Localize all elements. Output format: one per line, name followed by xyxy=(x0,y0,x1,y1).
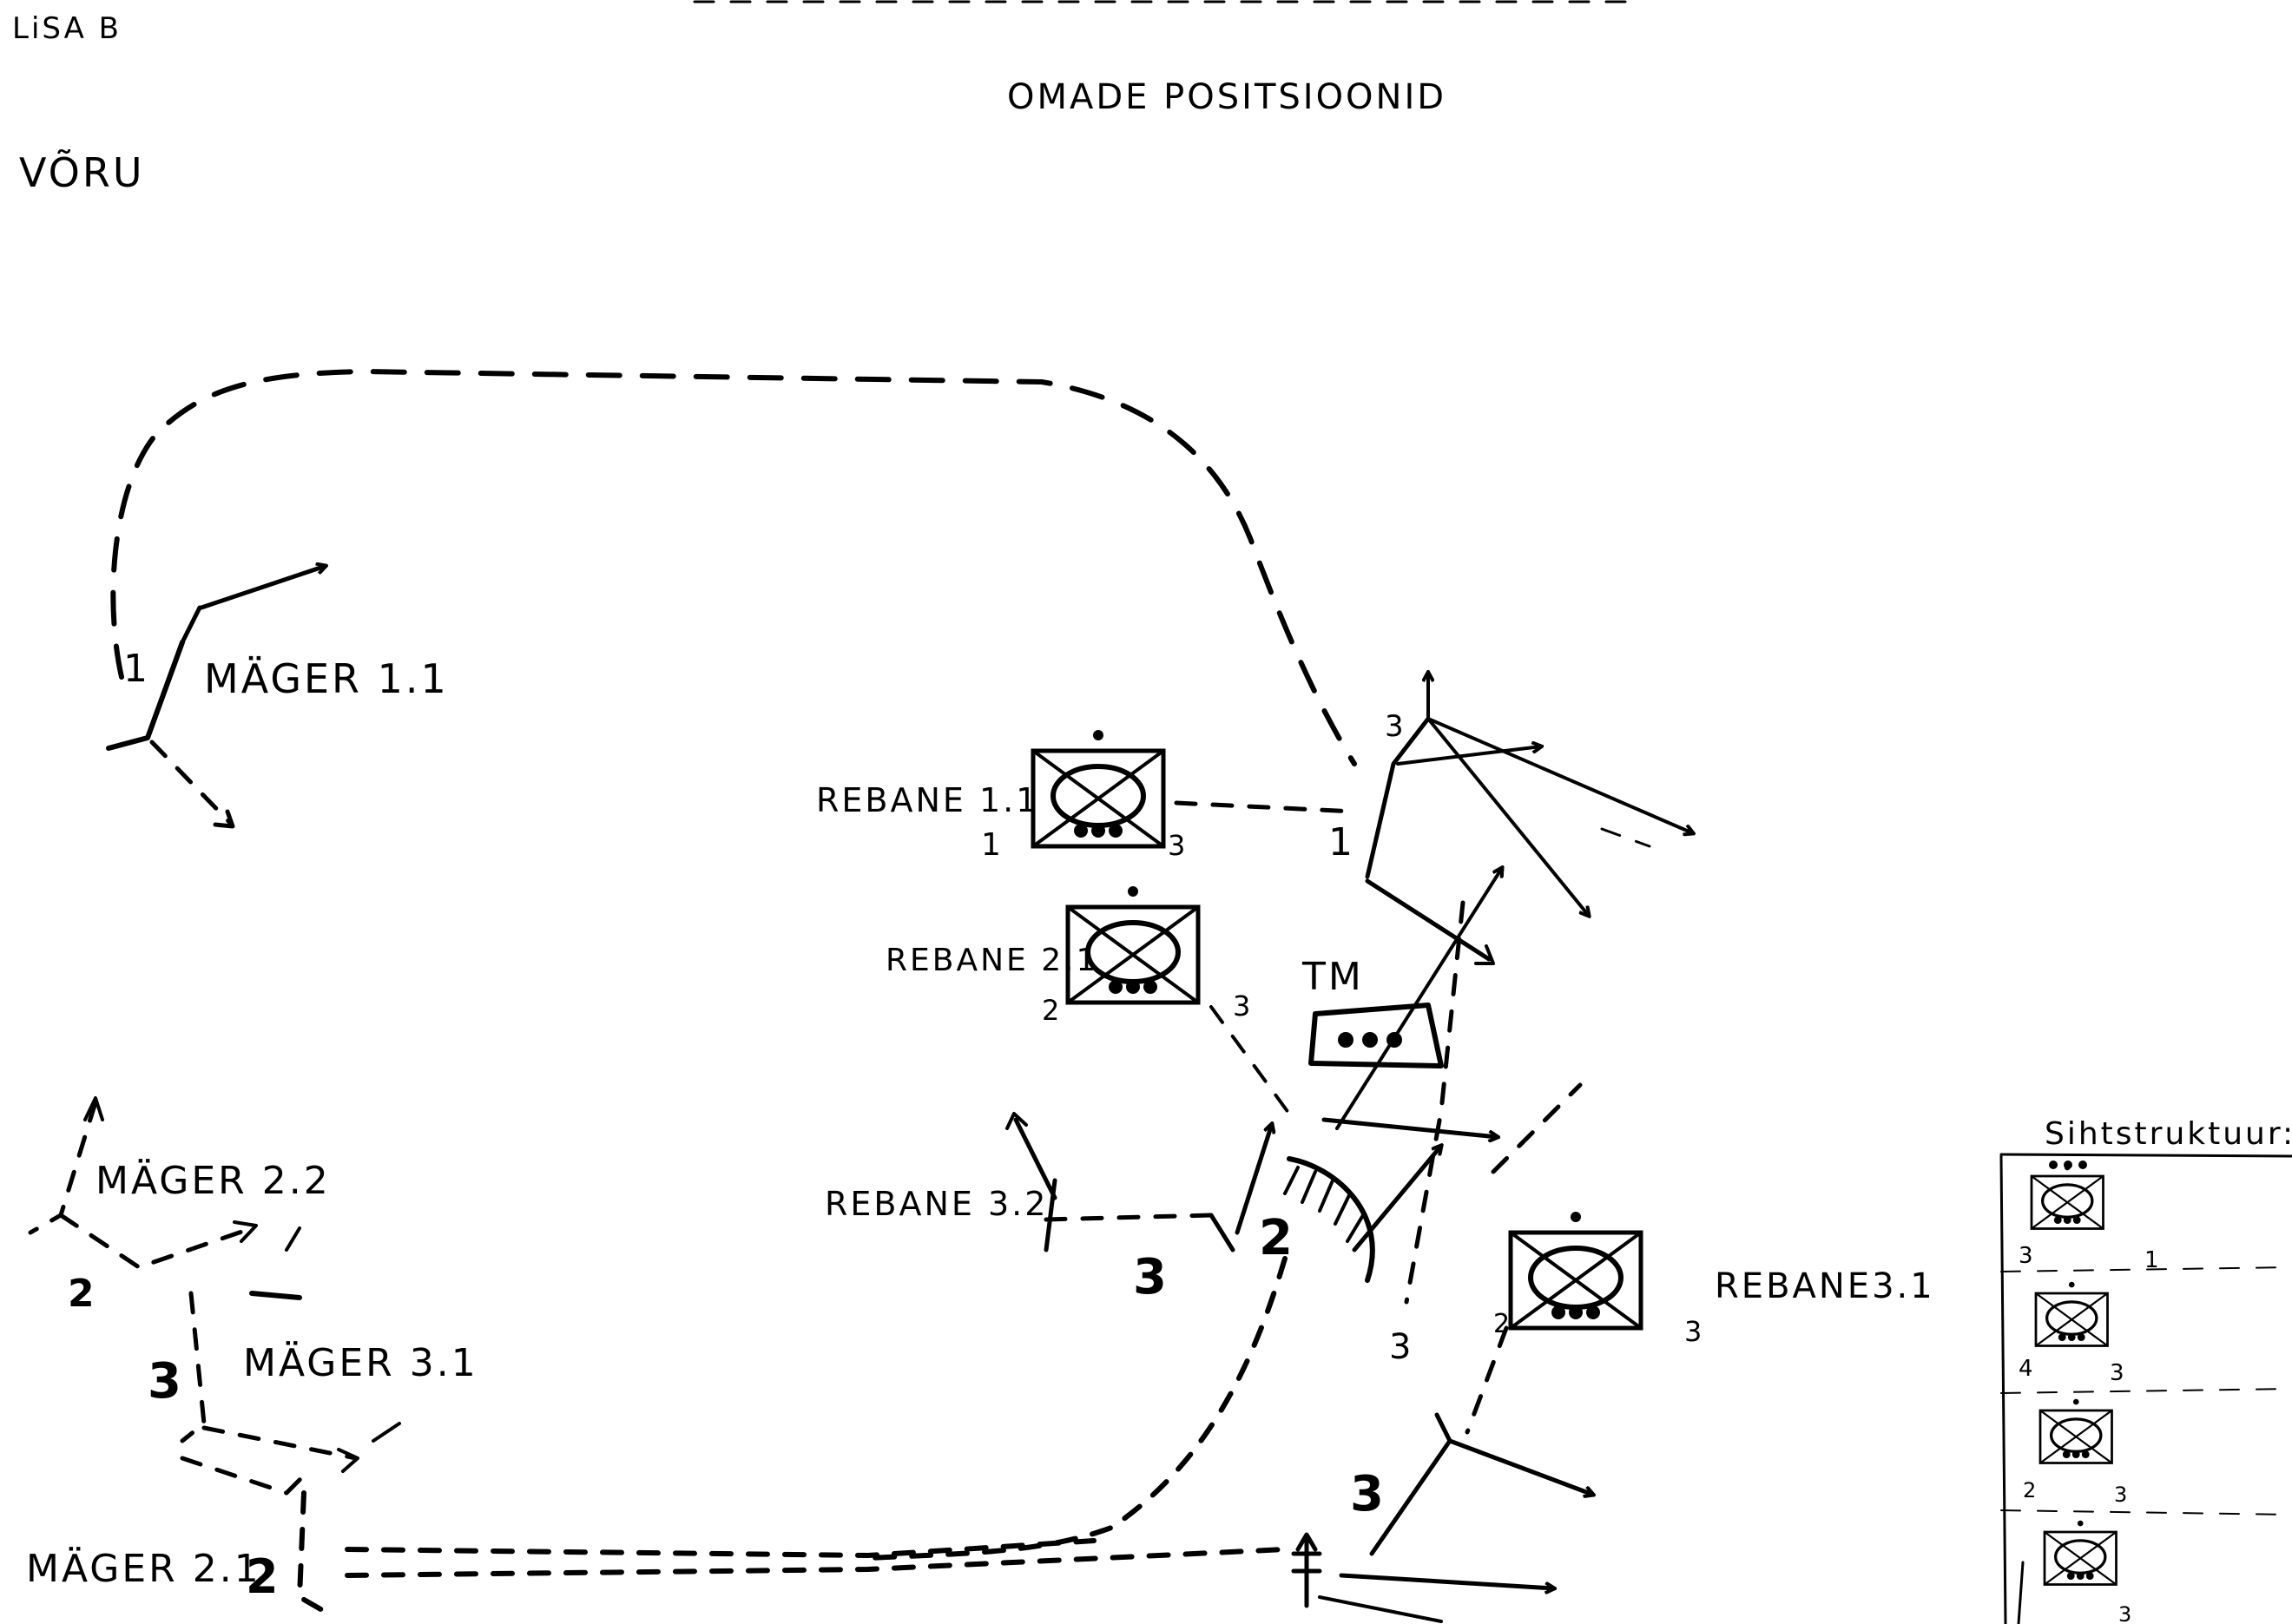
rebane-1-1-right-mark: 3 xyxy=(1168,829,1188,862)
rebane-3-1-label: REBANE3.1 xyxy=(1715,1266,1935,1306)
unit-rebane-3-1: REBANE3.1 2 3 xyxy=(1465,1212,1935,1435)
rebane-2-1-left-mark: 2 xyxy=(1042,994,1062,1027)
rebane-1-1-left-mark: 1 xyxy=(981,827,1004,863)
page-title: OMADE POSITSIOONID xyxy=(1007,77,1446,117)
central-positions: 3 1 2 3 xyxy=(1235,673,1693,1367)
legend-row-2-right: 3 xyxy=(2110,1360,2127,1386)
pos-2-mark: 2 xyxy=(1259,1210,1295,1266)
mager-2-1-sector: 2 xyxy=(246,1549,281,1604)
unit-rebane-3-2: REBANE 3.2 3 xyxy=(825,1112,1235,1305)
se-position-mark: 3 xyxy=(1350,1466,1386,1522)
dashed-route-center xyxy=(866,1256,1288,1561)
pos-2-soldier-mark: 3 xyxy=(1389,1327,1413,1367)
tm-label: TM xyxy=(1301,955,1364,999)
legend-row-4-right: 3 xyxy=(2118,1602,2134,1624)
rebane-3-2-label: REBANE 3.2 xyxy=(825,1185,1048,1223)
pos-1-mark: 1 xyxy=(1328,820,1355,865)
double-dashed-route xyxy=(345,1538,1288,1578)
mager-2-2-label: MÄGER 2.2 xyxy=(96,1158,331,1203)
unit-rebane-1-1: REBANE 1.1 1 3 xyxy=(816,730,1357,863)
mager-1-1-sector: 1 xyxy=(123,647,150,691)
location-label: VÕRU xyxy=(19,149,145,196)
legend-row-1-left: 3 xyxy=(2019,1243,2036,1269)
rebane-2-1-label: REBANE 2.1 xyxy=(886,943,1098,978)
rebane-3-1-right-mark: 3 xyxy=(1684,1315,1704,1348)
unit-mager-1-1: 1 MÄGER 1.1 xyxy=(106,566,449,829)
legend-row-3-right: 3 xyxy=(2114,1483,2130,1507)
unit-mager-2-1: MÄGER 2.1 2 xyxy=(26,1456,333,1617)
mager-3-1-sector: 3 xyxy=(148,1353,184,1410)
legend-row-1-right: 1 xyxy=(2144,1247,2162,1273)
unit-mager-3-1: MÄGER 3.1 3 xyxy=(148,1291,478,1473)
se-position: 3 xyxy=(1291,1412,1593,1623)
unit-rebane-2-1: REBANE 2.1 2 3 xyxy=(886,886,1295,1121)
legend-row-2-left: 4 xyxy=(2019,1356,2036,1382)
rebane-2-1-right-mark: 3 xyxy=(1233,990,1253,1022)
dashed-route-north xyxy=(110,369,1357,766)
legend-row-3-left: 2 xyxy=(2023,1478,2038,1502)
mager-3-1-label: MÄGER 3.1 xyxy=(243,1340,478,1385)
mager-1-1-label: MÄGER 1.1 xyxy=(204,655,449,702)
mager-2-1-label: MÄGER 2.1 xyxy=(26,1546,261,1591)
rebane-3-2-sector: 3 xyxy=(1133,1249,1169,1305)
unit-tm: TM xyxy=(1301,955,1444,1068)
mager-2-2-sector: 2 xyxy=(68,1272,97,1316)
unit-mager-2-2: MÄGER 2.2 2 xyxy=(28,1096,331,1316)
ne-position-mark: 3 xyxy=(1385,709,1406,744)
rebane-1-1-label: REBANE 1.1 xyxy=(816,781,1039,819)
legend-title: Sihtstruktuur: xyxy=(2045,1116,2292,1152)
legend-target-structure: Sihtstruktuur: 3 1 4 3 2 3 3 xyxy=(1999,1116,2292,1624)
sheet-label: LiSA B xyxy=(12,11,122,46)
